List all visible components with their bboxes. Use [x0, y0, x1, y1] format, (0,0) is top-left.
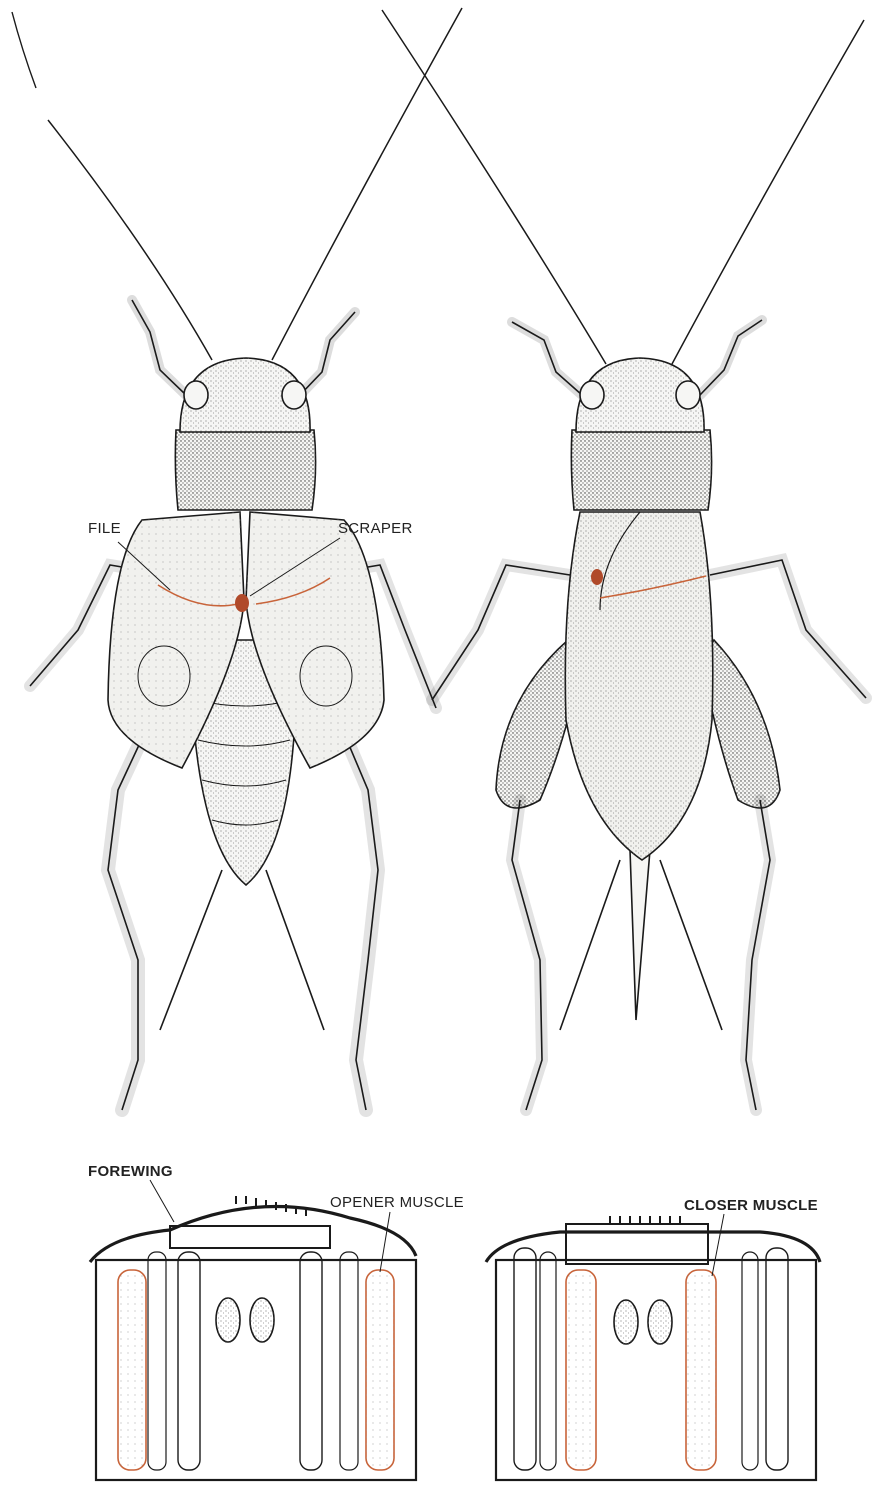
forewing-leader — [150, 1180, 174, 1222]
antenna-right — [672, 20, 864, 364]
antenna-left — [48, 120, 212, 360]
opener-muscle-left — [514, 1248, 536, 1470]
closer-muscle-label: CLOSER MUSCLE — [684, 1197, 818, 1214]
scraper-point-closed — [591, 569, 603, 585]
forewing-arc — [90, 1206, 416, 1262]
left-cricket: FILE SCRAPER — [30, 8, 462, 1110]
tergum-plate — [170, 1226, 330, 1248]
apodeme-right — [340, 1252, 358, 1470]
apodeme-right — [742, 1252, 758, 1470]
cercus-right — [266, 870, 324, 1030]
corner-mark — [12, 12, 36, 88]
closer-muscle-right — [300, 1252, 322, 1470]
opener-muscle-right — [766, 1248, 788, 1470]
opener-muscle-label: OPENER MUSCLE — [330, 1194, 464, 1211]
closer-muscle-left — [178, 1252, 200, 1470]
right-cricket — [382, 10, 866, 1110]
cercus-right — [660, 860, 722, 1030]
eye-left — [580, 381, 604, 409]
closer-muscle-leader — [712, 1214, 724, 1276]
cercus-left — [560, 860, 620, 1030]
cercus-left — [160, 870, 222, 1030]
opener-muscle-leader — [380, 1212, 390, 1272]
scraper-point — [235, 594, 249, 612]
apodeme-left — [148, 1252, 166, 1470]
section-body — [496, 1260, 816, 1480]
eye-right — [282, 381, 306, 409]
ovipositor — [630, 850, 650, 1020]
file-label: FILE — [88, 520, 121, 537]
antenna-right — [272, 8, 462, 360]
tergum-plate — [566, 1224, 708, 1264]
forewing-teeth — [610, 1216, 680, 1224]
antenna-left — [382, 10, 606, 364]
cross-section-left: FOREWING OPENER MUSCLE — [88, 1163, 464, 1480]
eye-right — [676, 381, 700, 409]
eye-left — [184, 381, 208, 409]
cross-section-right: CLOSER MUSCLE — [486, 1197, 820, 1480]
scraper-label: SCRAPER — [338, 520, 413, 537]
apodeme-left — [540, 1252, 556, 1470]
forewing-label: FOREWING — [88, 1163, 173, 1180]
